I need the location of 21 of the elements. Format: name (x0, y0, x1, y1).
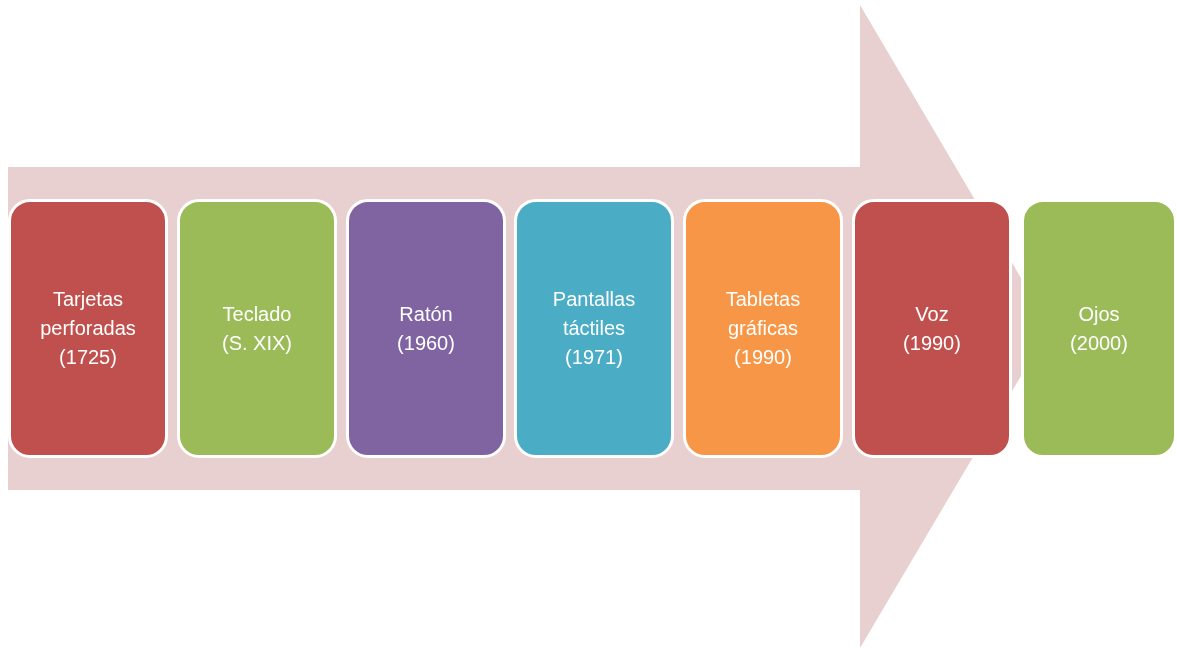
step-box (1021, 199, 1177, 458)
step-label: Tabletas gráficas (724, 287, 802, 341)
step-box (8, 199, 168, 458)
step-box (177, 199, 337, 458)
year-label: (2000) (1070, 330, 1128, 356)
step-box (346, 199, 506, 458)
step-label: Teclado (222, 301, 292, 327)
step-label: Ojos (1078, 301, 1120, 327)
step-label: Voz (915, 301, 949, 327)
year-label: (S. XIX) (222, 330, 292, 356)
year-label: (1725) (59, 345, 117, 370)
year-label: (1990) (903, 330, 961, 356)
step-box (852, 199, 1012, 458)
year-label: (1960) (397, 330, 455, 356)
step-box (514, 199, 674, 458)
step-label: Ratón (399, 301, 453, 327)
year-label: (1990) (734, 345, 792, 370)
step-label: Pantallas táctiles (551, 287, 637, 341)
step-label: Tarjetas perforadas (39, 287, 137, 341)
year-label: (1971) (565, 345, 623, 370)
step-box (683, 199, 843, 458)
